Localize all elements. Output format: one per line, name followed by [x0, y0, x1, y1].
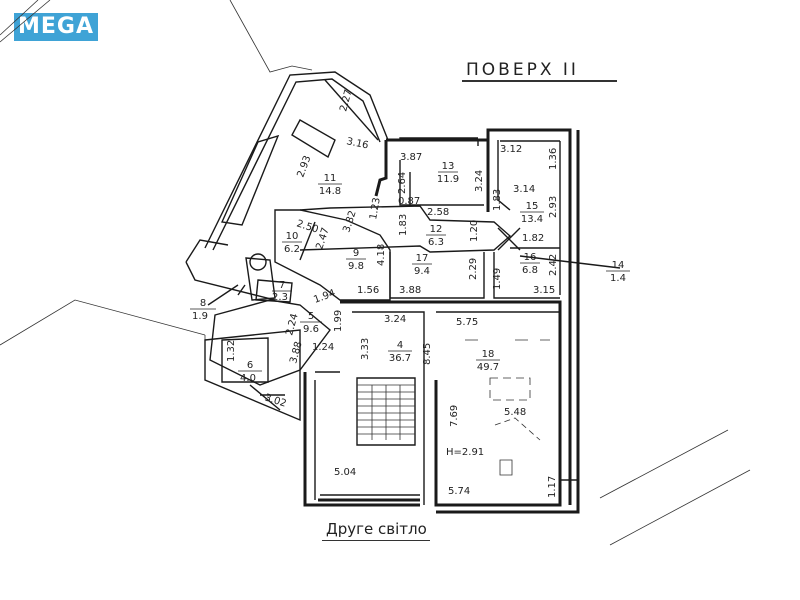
room-8-number: 8 — [200, 298, 206, 309]
title-underline — [462, 80, 617, 82]
room-10-area: 6.2 — [284, 244, 300, 255]
dim-label: 3.16 — [345, 136, 369, 151]
dim-label: 3.33 — [360, 338, 371, 360]
dim-label: 1.56 — [357, 285, 379, 296]
mega-logo: MEGA — [14, 13, 98, 41]
dim-label: 3.24 — [384, 314, 406, 325]
room-7-number: 7 — [279, 280, 285, 291]
dim-label: 1.99 — [333, 310, 344, 332]
dim-label: 1.32 — [226, 340, 237, 362]
dim-label: 3.24 — [474, 170, 485, 192]
room-6-area: 4.0 — [240, 373, 256, 384]
dim-label: 0.87 — [398, 196, 420, 207]
dim-label: 1.23 — [368, 197, 383, 221]
room-4-area: 36.7 — [389, 353, 411, 364]
room-6-number: 6 — [247, 360, 253, 371]
dim-label: 3.82 — [341, 209, 358, 234]
height-label: H=2.91 — [446, 447, 484, 458]
room-8-area: 1.9 — [192, 311, 208, 322]
dim-label: 1.83 — [492, 189, 503, 211]
dim-label: 1.36 — [548, 148, 559, 170]
dim-label: 3.14 — [513, 184, 535, 195]
dim-label: 8.45 — [422, 343, 433, 365]
dim-label: 3.15 — [533, 285, 555, 296]
room-9-area: 9.8 — [348, 261, 364, 272]
dim-label: 3.88 — [288, 340, 304, 364]
caption-second-light: Друге світло — [326, 520, 427, 538]
dim-label: 5.74 — [448, 486, 470, 497]
dim-label: 2.50 — [295, 218, 320, 235]
room-16-number: 16 — [524, 252, 537, 263]
dim-label: 1.17 — [547, 476, 558, 498]
main-walls — [204, 128, 621, 514]
room-9-number: 9 — [353, 248, 359, 259]
room-16-area: 6.8 — [522, 265, 538, 276]
room-4-number: 4 — [397, 340, 403, 351]
dim-label: 1.94 — [312, 288, 337, 306]
dim-label: 1.83 — [398, 214, 409, 236]
dim-label: 5.04 — [334, 467, 356, 478]
dim-label: 3.87 — [400, 152, 422, 163]
room-10-number: 10 — [286, 231, 299, 242]
dim-label: 1.49 — [492, 268, 503, 290]
dim-label: 2.64 — [397, 172, 408, 194]
dim-label: 1.82 — [522, 233, 544, 244]
dim-label: 2.24 — [284, 312, 300, 336]
room-14-area: 1.4 — [610, 273, 626, 284]
dim-label: 5.75 — [456, 317, 478, 328]
room-18-number: 18 — [482, 349, 495, 360]
room-labels: 13 11.9 11 14.8 10 6.2 9 9.8 12 6.3 15 1… — [190, 161, 630, 384]
room-11-area: 14.8 — [319, 186, 341, 197]
floor-title: ПОВЕРХ II — [466, 60, 579, 80]
room-14-number: 14 — [612, 260, 625, 271]
dim-label: 2.93 — [548, 196, 559, 218]
room-15-area: 13.4 — [521, 214, 543, 225]
dim-label: 1.20 — [469, 220, 480, 242]
dim-label: 2.27 — [338, 88, 354, 112]
room-15-number: 15 — [526, 201, 539, 212]
room-17-number: 17 — [416, 253, 429, 264]
room-5-number: 5 — [308, 311, 314, 322]
room-7-area: 2.3 — [272, 292, 288, 303]
dim-label: 2.93 — [295, 154, 313, 179]
nw-wing-walls — [185, 71, 389, 301]
room-18-area: 49.7 — [477, 362, 499, 373]
room-5-area: 9.6 — [303, 324, 319, 335]
dim-label: 2.58 — [427, 207, 449, 218]
dim-label: 1.24 — [312, 342, 334, 353]
dim-label: 3.12 — [500, 144, 522, 155]
dim-label: 2.42 — [548, 254, 559, 276]
room-12-number: 12 — [430, 224, 443, 235]
dim-label: 7.69 — [449, 405, 460, 427]
room-17-area: 9.4 — [414, 266, 430, 277]
dim-label: 2.29 — [468, 258, 479, 280]
caption-underline — [322, 540, 430, 541]
staircase — [356, 377, 416, 446]
room-11-number: 11 — [324, 173, 337, 184]
room-13-number: 13 — [442, 161, 455, 172]
dim-label: 3.88 — [399, 285, 421, 296]
context-lines — [0, 0, 751, 546]
room-13-area: 11.9 — [437, 174, 459, 185]
dim-label: 5.48 — [504, 407, 526, 418]
dim-label: 4.18 — [376, 244, 387, 266]
room-12-area: 6.3 — [428, 237, 444, 248]
